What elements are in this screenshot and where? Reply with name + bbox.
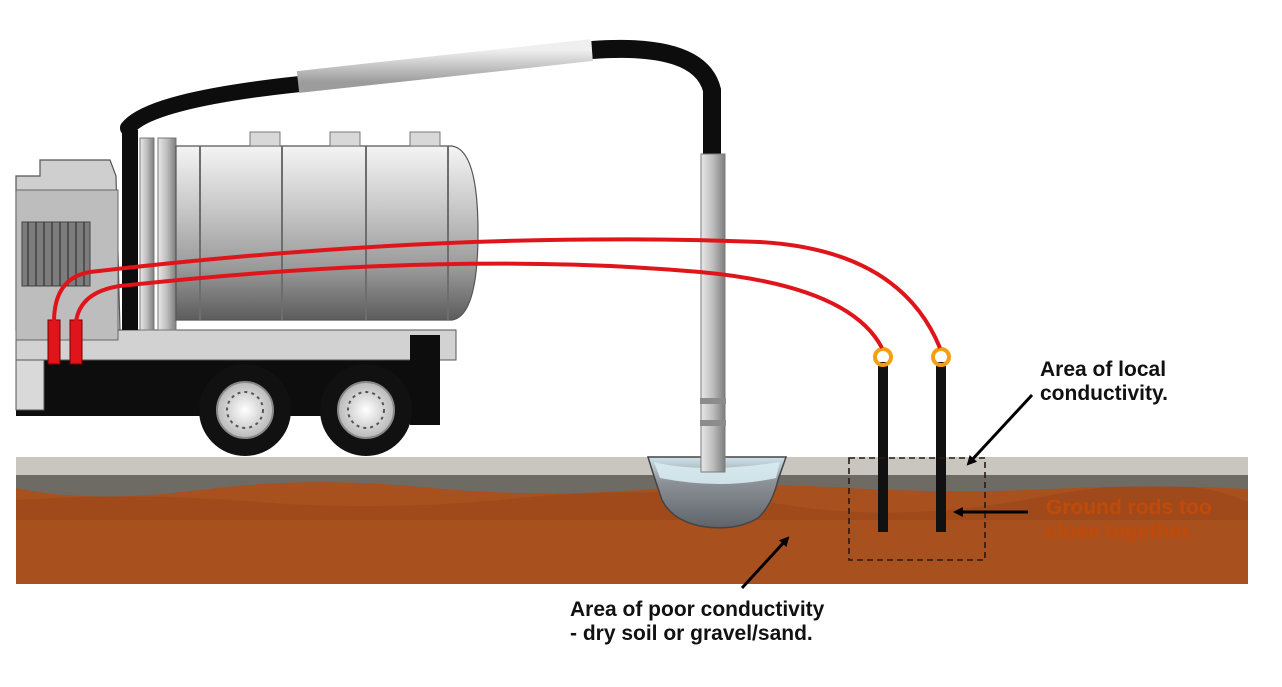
front-rear-wheel xyxy=(199,364,291,456)
boom-hose-black xyxy=(120,76,308,136)
label-poor-conductivity: Area of poor conductivity - dry soil or … xyxy=(570,598,824,646)
vacuum-tank xyxy=(175,131,479,321)
local-conductivity-area xyxy=(848,457,986,561)
rod-clamp-2 xyxy=(931,347,951,367)
label-rods-close-line1: Ground rods too xyxy=(1046,496,1212,519)
label-poor-conductivity-line2: - dry soil or gravel/sand. xyxy=(570,622,813,645)
boom-elbow-hose xyxy=(591,39,721,158)
grounding-cable-2 xyxy=(74,261,884,349)
excavation-hole xyxy=(646,456,788,529)
label-local-conductivity: Area of local conductivity. xyxy=(1040,358,1168,406)
label-local-conductivity-line1: Area of local xyxy=(1040,358,1167,381)
exhaust-stack xyxy=(122,130,138,330)
suction-tube xyxy=(700,153,726,473)
vacuum-boom xyxy=(120,39,726,473)
arrow-local-conductivity xyxy=(966,393,1034,466)
ground-rod-2 xyxy=(936,362,946,532)
grounding-cables xyxy=(52,237,942,349)
ground-surface xyxy=(16,457,1248,475)
label-local-conductivity-line2: conductivity. xyxy=(1040,382,1168,405)
back-rear-wheel xyxy=(320,364,412,456)
label-poor-conductivity-line1: Area of poor conductivity xyxy=(570,598,825,621)
ground-rods xyxy=(873,347,951,532)
label-rods-close: Ground rods too close together. xyxy=(1046,496,1212,544)
grounding-cable-1 xyxy=(52,237,942,349)
cable-terminal-1 xyxy=(47,319,61,365)
boom-pipe xyxy=(296,39,594,93)
ground-rod-1 xyxy=(878,362,888,532)
label-rods-close-line2: close together. xyxy=(1046,520,1195,543)
rod-clamp-1 xyxy=(873,347,893,367)
arrow-poor-conductivity xyxy=(740,536,790,590)
vacuum-truck xyxy=(15,130,479,456)
cable-terminal-2 xyxy=(69,319,83,365)
